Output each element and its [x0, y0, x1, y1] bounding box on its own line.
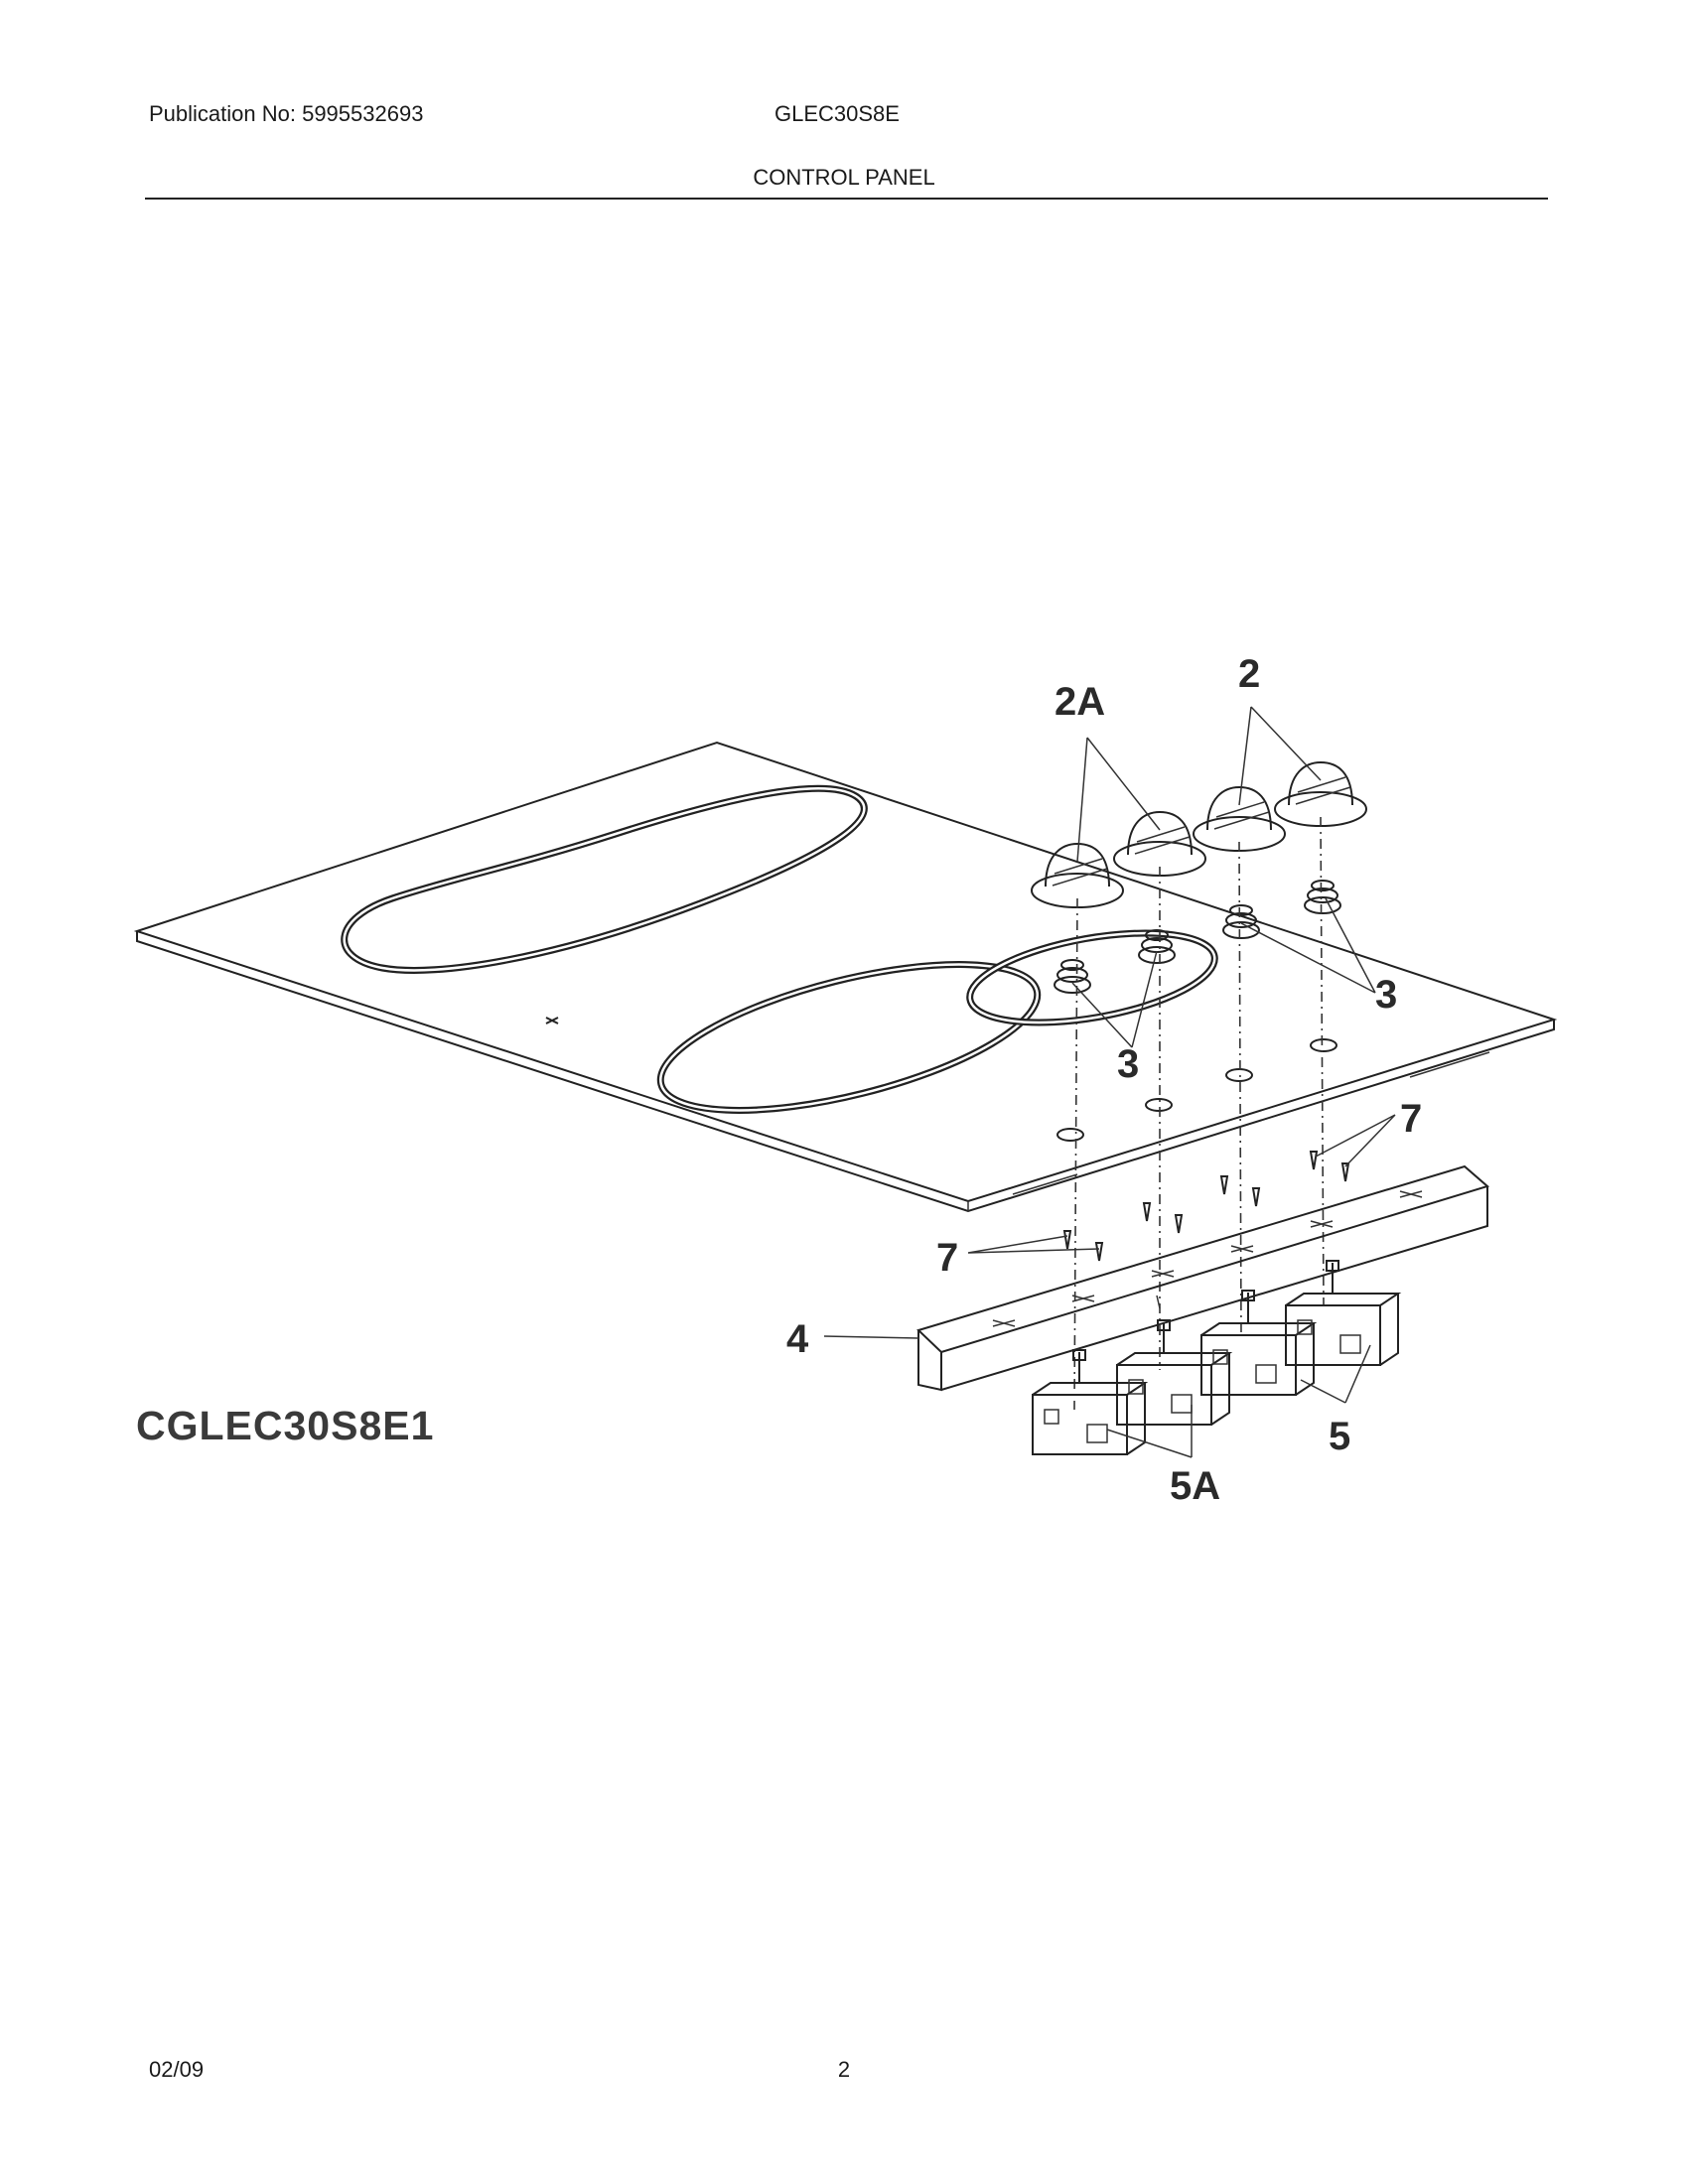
callout-5a: 5A	[1170, 1464, 1220, 1508]
callout-7-right: 7	[1400, 1097, 1422, 1141]
knob-2-left	[1193, 785, 1286, 852]
callout-3-right: 3	[1375, 973, 1397, 1017]
knob-2a-right	[1113, 810, 1206, 877]
screws-7	[1062, 1151, 1350, 1262]
knob-2-right	[1274, 760, 1367, 827]
callout-3-left: 3	[1117, 1042, 1139, 1086]
callout-2a: 2A	[1055, 680, 1105, 724]
shaft-holes	[1056, 1038, 1337, 1142]
switch-5a-right	[1116, 1319, 1233, 1426]
seal-3-d	[1304, 880, 1341, 914]
callout-7-left: 7	[936, 1236, 958, 1280]
model-code-label: CGLEC30S8E1	[136, 1403, 434, 1448]
cooking-zones	[341, 784, 1218, 1114]
mounting-bracket	[916, 1164, 1490, 1392]
seal-3-b	[1138, 929, 1176, 964]
model-number: GLEC30S8E	[774, 101, 900, 126]
page-number: 2	[837, 2057, 851, 2082]
seal-3-c	[1222, 904, 1260, 939]
revision-date: 02/09	[149, 2057, 205, 2082]
section-title: CONTROL PANEL	[753, 165, 935, 190]
cooktop-glass-panel	[133, 741, 1558, 1213]
publication-number: Publication No: 5995532693	[149, 101, 424, 126]
seal-3-a	[1054, 959, 1091, 994]
callout-4: 4	[786, 1317, 809, 1361]
header-rule	[145, 198, 1548, 200]
switch-5-right	[1285, 1260, 1402, 1366]
leader-lines	[823, 706, 1396, 1458]
callout-5: 5	[1329, 1415, 1350, 1458]
callout-2: 2	[1238, 652, 1260, 696]
